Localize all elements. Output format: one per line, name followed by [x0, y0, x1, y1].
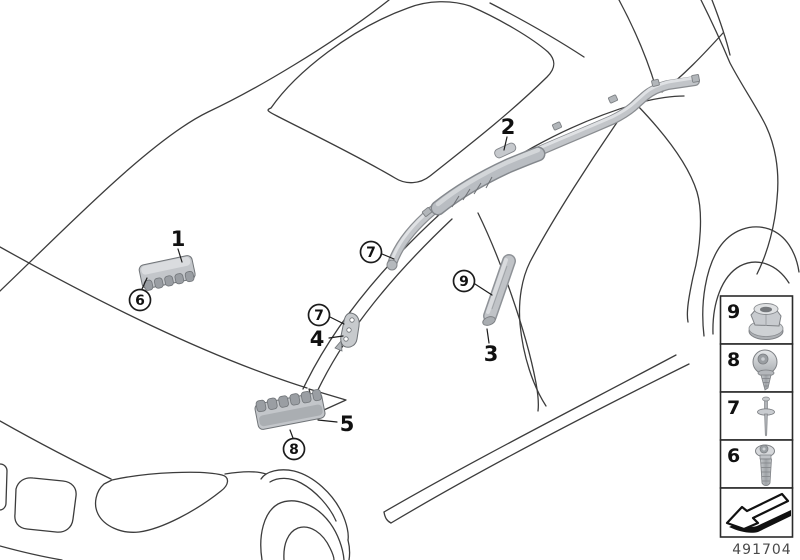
svg-text:9: 9 — [727, 301, 740, 323]
svg-text:9: 9 — [459, 274, 469, 290]
callout-1[interactable]: 1 — [171, 227, 186, 251]
sunroof-outline — [267, 1, 555, 184]
seat-side-airbag — [482, 254, 516, 326]
flange-nut-icon — [748, 303, 784, 340]
leader-lines — [141, 136, 508, 439]
legend-item-8[interactable]: 8 — [719, 343, 794, 393]
callout-circled-9[interactable]: 9 — [452, 269, 476, 293]
rear-wheel-arch-outline — [702, 226, 800, 337]
svg-text:8: 8 — [727, 349, 740, 371]
direction-arrow-icon — [725, 492, 791, 533]
svg-text:7: 7 — [727, 397, 740, 419]
front-airbag-module — [138, 255, 196, 291]
front-wheel-outline — [260, 500, 345, 560]
callout-2[interactable]: 2 — [501, 115, 516, 139]
callout-circled-7-bracket[interactable]: 7 — [307, 303, 331, 327]
blind-rivet-icon — [757, 396, 775, 437]
legend-item-9[interactable]: 9 — [719, 295, 794, 345]
svg-text:8: 8 — [289, 442, 299, 458]
callout-4[interactable]: 4 — [310, 327, 325, 351]
callout-circled-8[interactable]: 8 — [282, 437, 306, 461]
kidney-grille-outline — [14, 477, 77, 533]
svg-text:6: 6 — [727, 445, 740, 467]
callout-3[interactable]: 3 — [484, 342, 499, 366]
torx-screw-icon — [755, 444, 775, 487]
pillar-bracket — [334, 312, 360, 352]
callout-5[interactable]: 5 — [340, 412, 355, 436]
curtain-head-airbag — [386, 74, 700, 271]
lower-airbag-module — [254, 389, 326, 430]
callout-circled-7-front[interactable]: 7 — [359, 240, 383, 264]
headlight-outline — [94, 471, 229, 533]
legend-item-arrow[interactable] — [719, 487, 794, 538]
fastener-legend: 9 8 — [719, 295, 794, 558]
inflator-unit — [430, 142, 546, 216]
callout-circled-6[interactable]: 6 — [128, 288, 152, 312]
legend-item-6[interactable]: 6 — [719, 439, 794, 489]
tapping-screw-icon — [752, 349, 778, 391]
svg-text:7: 7 — [314, 308, 324, 324]
svg-text:7: 7 — [366, 245, 376, 261]
legend-item-7[interactable]: 7 — [719, 391, 794, 441]
diagram-part-number: 491704 — [732, 542, 791, 558]
svg-text:6: 6 — [135, 293, 145, 309]
